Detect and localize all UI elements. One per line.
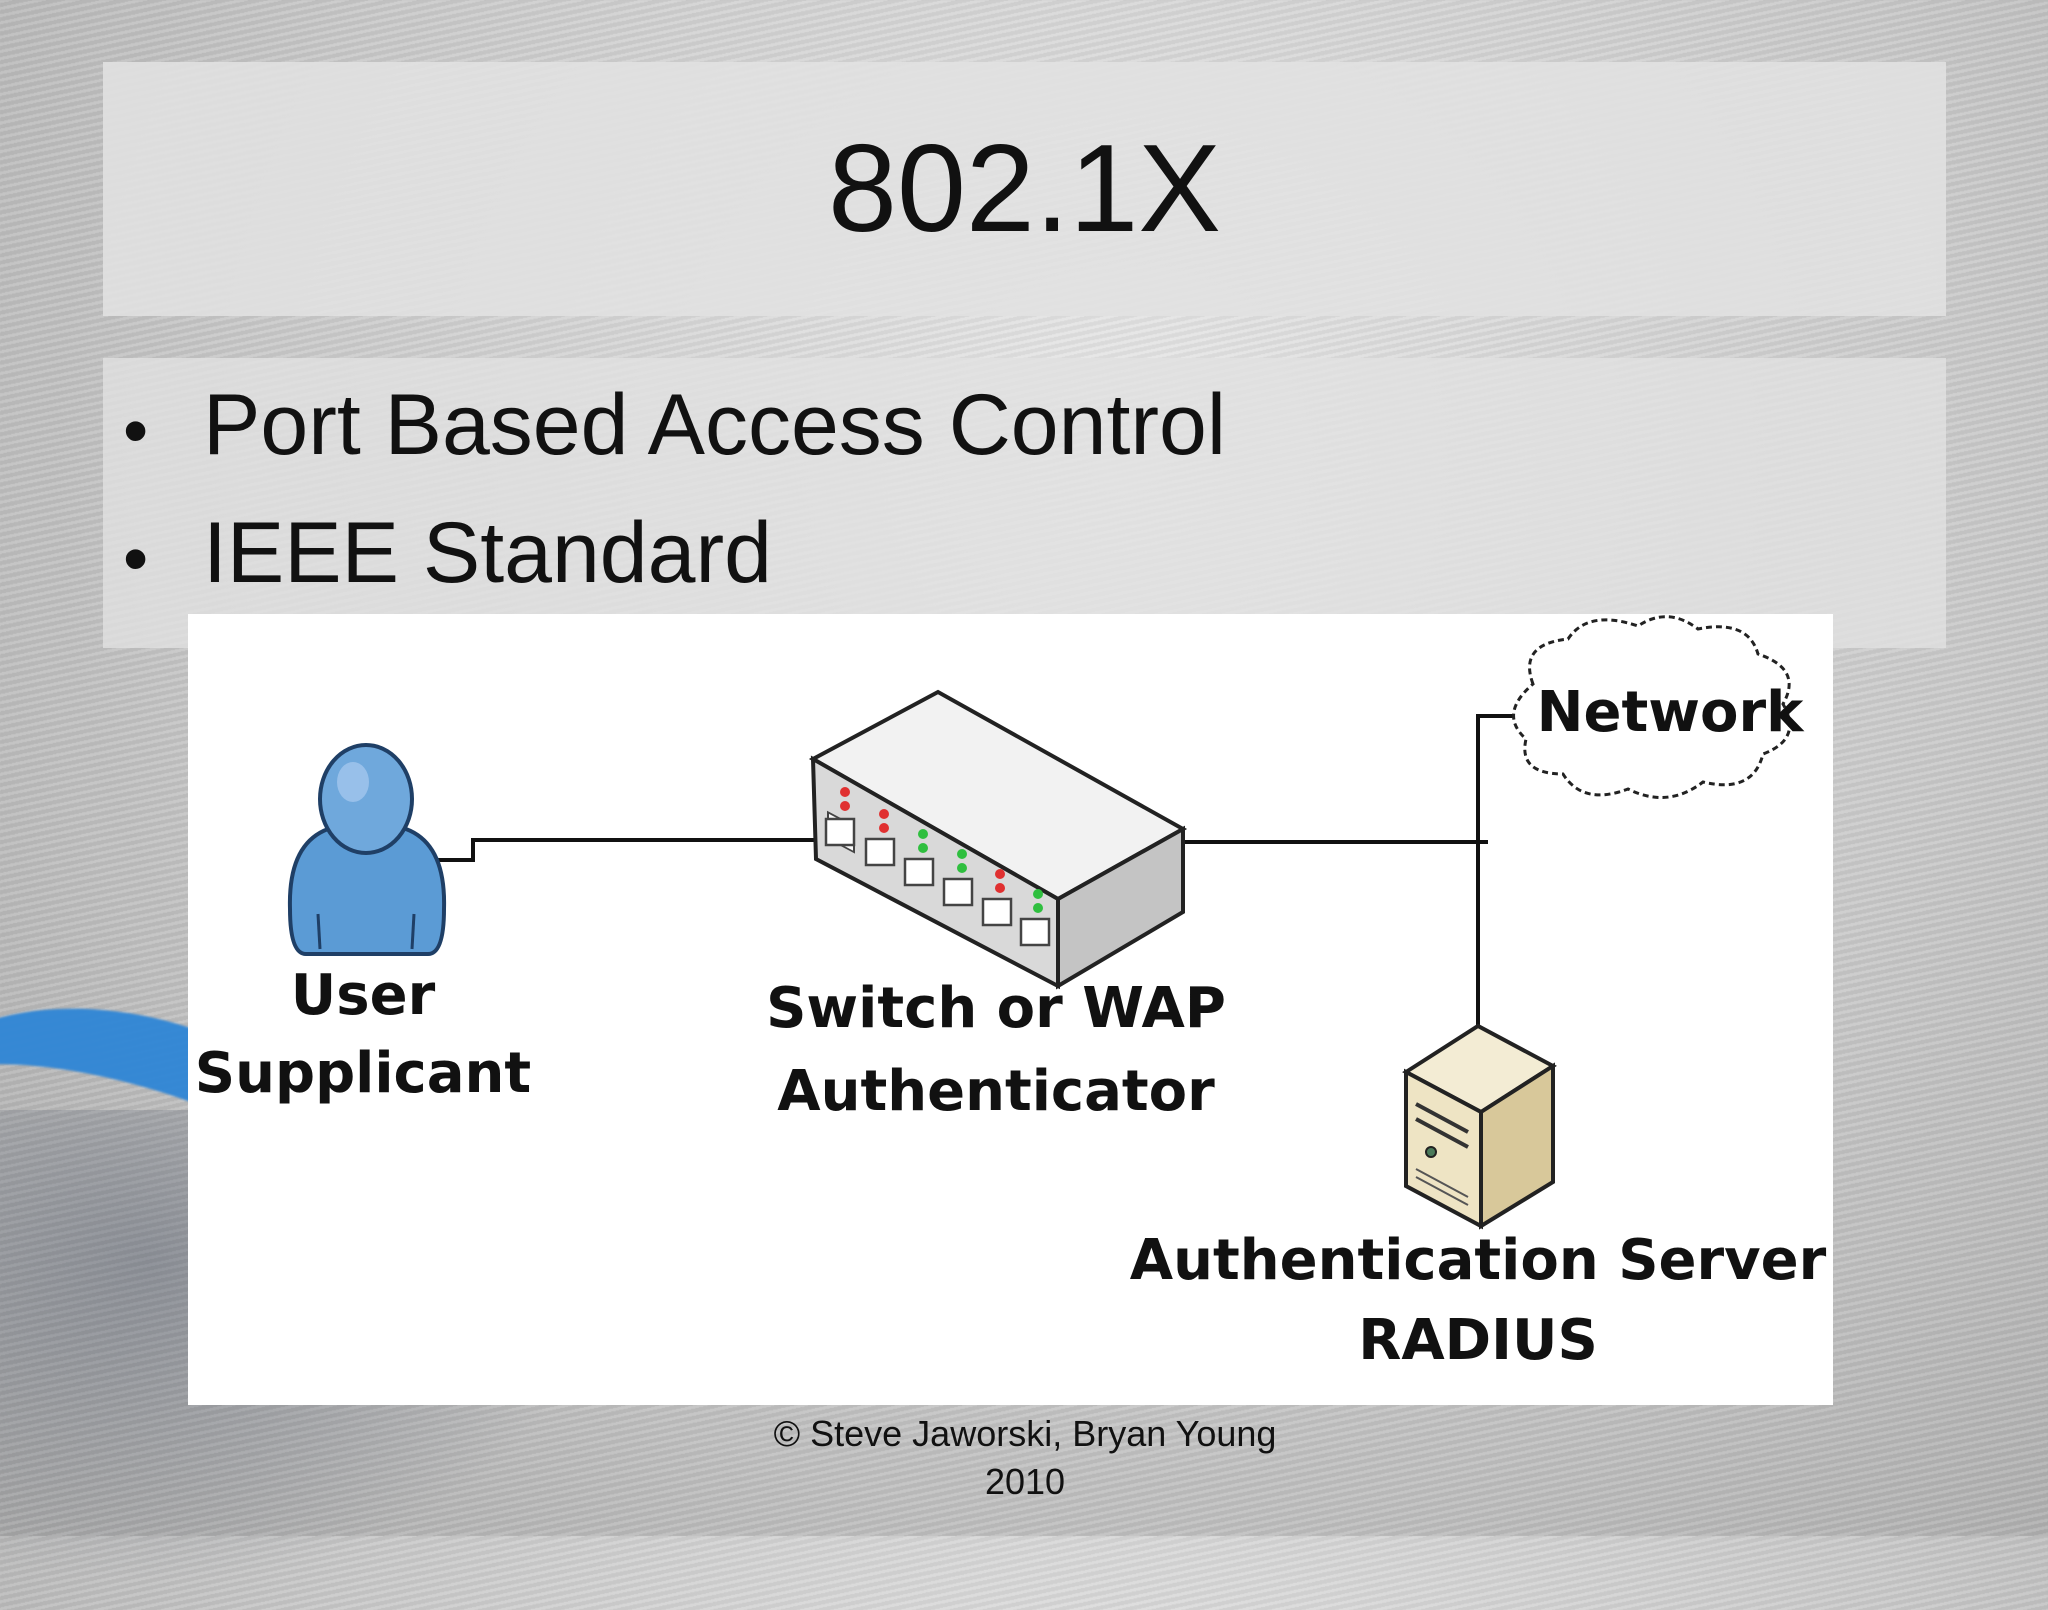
status-leds	[840, 787, 1043, 913]
bullet-dot-icon: •	[123, 391, 149, 472]
network-switch-icon	[808, 689, 1188, 990]
slide-title: 802.1X	[827, 120, 1221, 258]
diagram-canvas: User Supplicant Switch or WAP Authentica…	[195, 615, 1827, 1373]
user-icon	[287, 743, 447, 956]
user-switch-link	[438, 838, 818, 862]
network-label: Network	[1537, 680, 1805, 745]
network-diagram: User Supplicant Switch or WAP Authentica…	[188, 614, 1833, 1405]
connection-lines	[438, 714, 1528, 1034]
title-banner: 802.1X	[103, 62, 1946, 316]
user-label-line2: Supplicant	[195, 1041, 531, 1106]
copyright-footer: © Steve Jaworski, Bryan Young 2010	[680, 1410, 1370, 1506]
switch-label-line2: Authenticator	[777, 1059, 1215, 1124]
footer-line2: 2010	[984, 1461, 1066, 1502]
server-label-line2: RADIUS	[1358, 1308, 1598, 1373]
bullet-item: • IEEE Standard	[123, 504, 772, 603]
bullet-dot-icon: •	[123, 519, 149, 600]
bullet-text: IEEE Standard	[203, 505, 772, 601]
switch-label-line1: Switch or WAP	[766, 976, 1226, 1041]
user-label-line1: User	[291, 963, 436, 1028]
bullet-text: Port Based Access Control	[203, 377, 1226, 473]
bullet-item: • Port Based Access Control	[123, 376, 1226, 475]
server-icon	[1402, 1023, 1557, 1230]
bullet-list: • Port Based Access Control • IEEE Standar…	[103, 358, 1946, 648]
network-link	[1476, 714, 1528, 844]
server-label-line1: Authentication Server	[1130, 1228, 1827, 1293]
cloud-icon	[1512, 615, 1792, 799]
footer-line1: © Steve Jaworski, Bryan Young	[773, 1413, 1277, 1454]
